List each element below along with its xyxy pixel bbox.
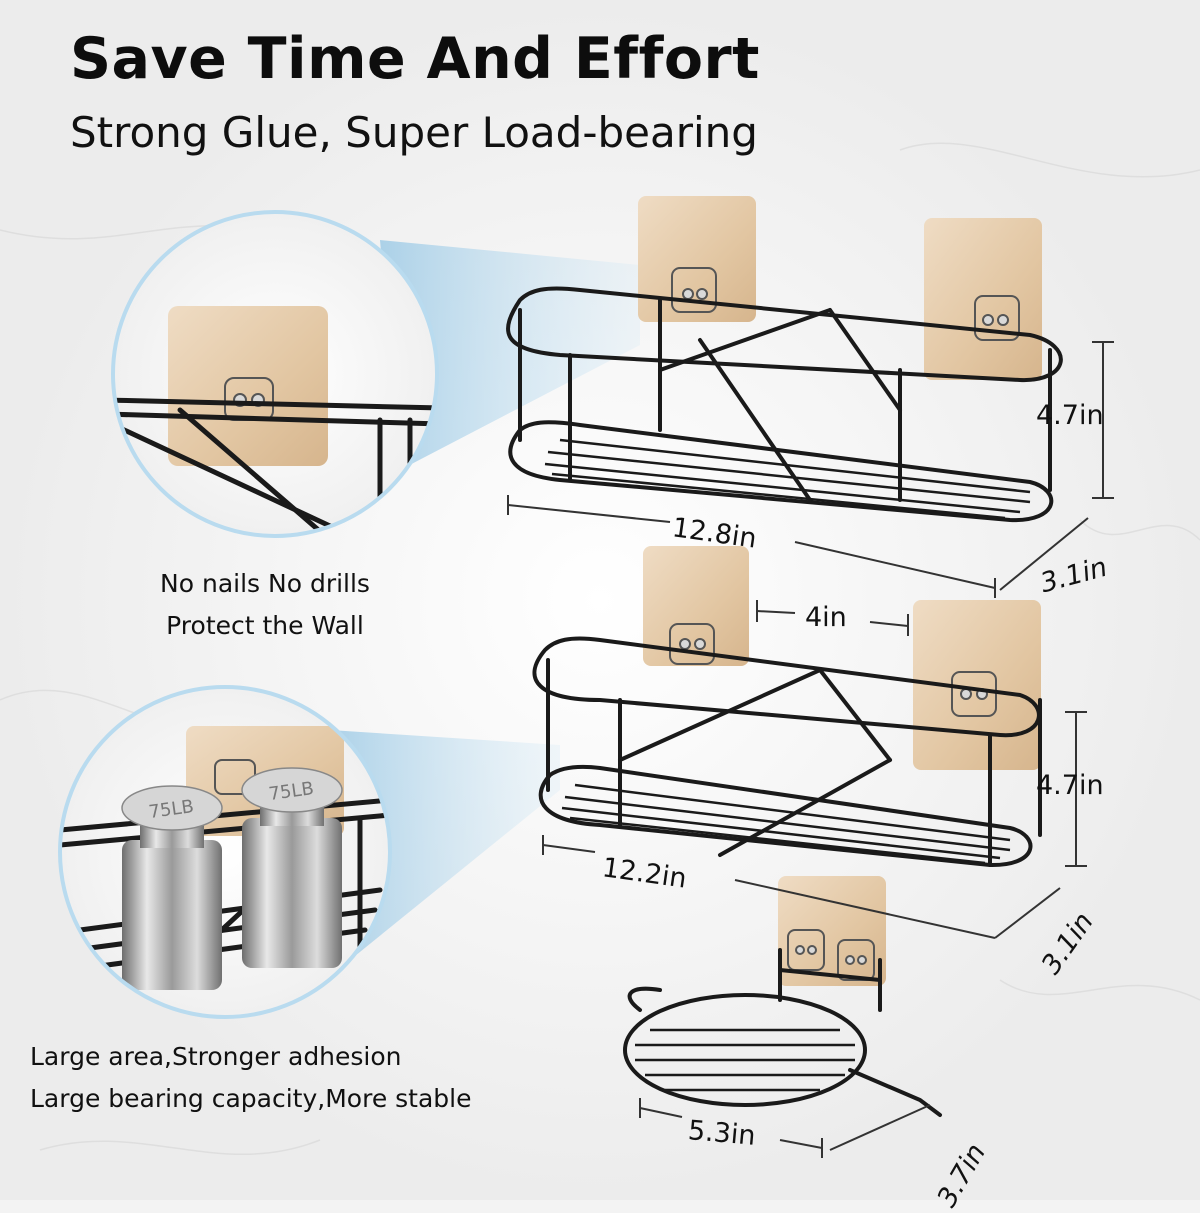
callout-line: Large bearing capacity,More stable	[30, 1084, 472, 1113]
weight-icon	[241, 767, 343, 968]
shelf1-height-label: 4.7in	[1036, 400, 1104, 431]
adhesive-pad	[924, 218, 1042, 380]
page-subtitle: Strong Glue, Super Load-bearing	[70, 108, 758, 157]
gap-label: 4in	[805, 602, 847, 633]
adhesive-pad	[913, 600, 1041, 770]
adhesive-pad	[168, 306, 328, 466]
callout-line: Large area,Stronger adhesion	[30, 1042, 402, 1071]
page-title: Save Time And Effort	[70, 26, 760, 92]
soap-dish-width-label: 5.3in	[686, 1115, 757, 1152]
shelf-2	[532, 546, 1042, 868]
shelf-1	[506, 196, 1063, 523]
shelf2-height-label: 4.7in	[1036, 770, 1104, 801]
magnifier-top	[111, 210, 439, 538]
adhesive-pad	[638, 196, 756, 322]
hook-icon	[671, 267, 1020, 341]
dimension-lines	[507, 341, 1114, 1158]
weight-icon	[121, 785, 223, 990]
callout-line: Protect the Wall	[166, 611, 364, 640]
magnifier-beam-top	[380, 240, 640, 470]
soap-dish	[623, 876, 942, 1117]
callout-line: No nails No drills	[160, 569, 370, 598]
magnifier-beam-bottom	[330, 730, 560, 960]
callout-top: No nails No drills Protect the Wall	[130, 563, 400, 647]
magnifier-bottom: 75LB 75LB	[58, 685, 392, 1019]
callout-bottom: Large area,Stronger adhesion Large beari…	[30, 1036, 540, 1120]
